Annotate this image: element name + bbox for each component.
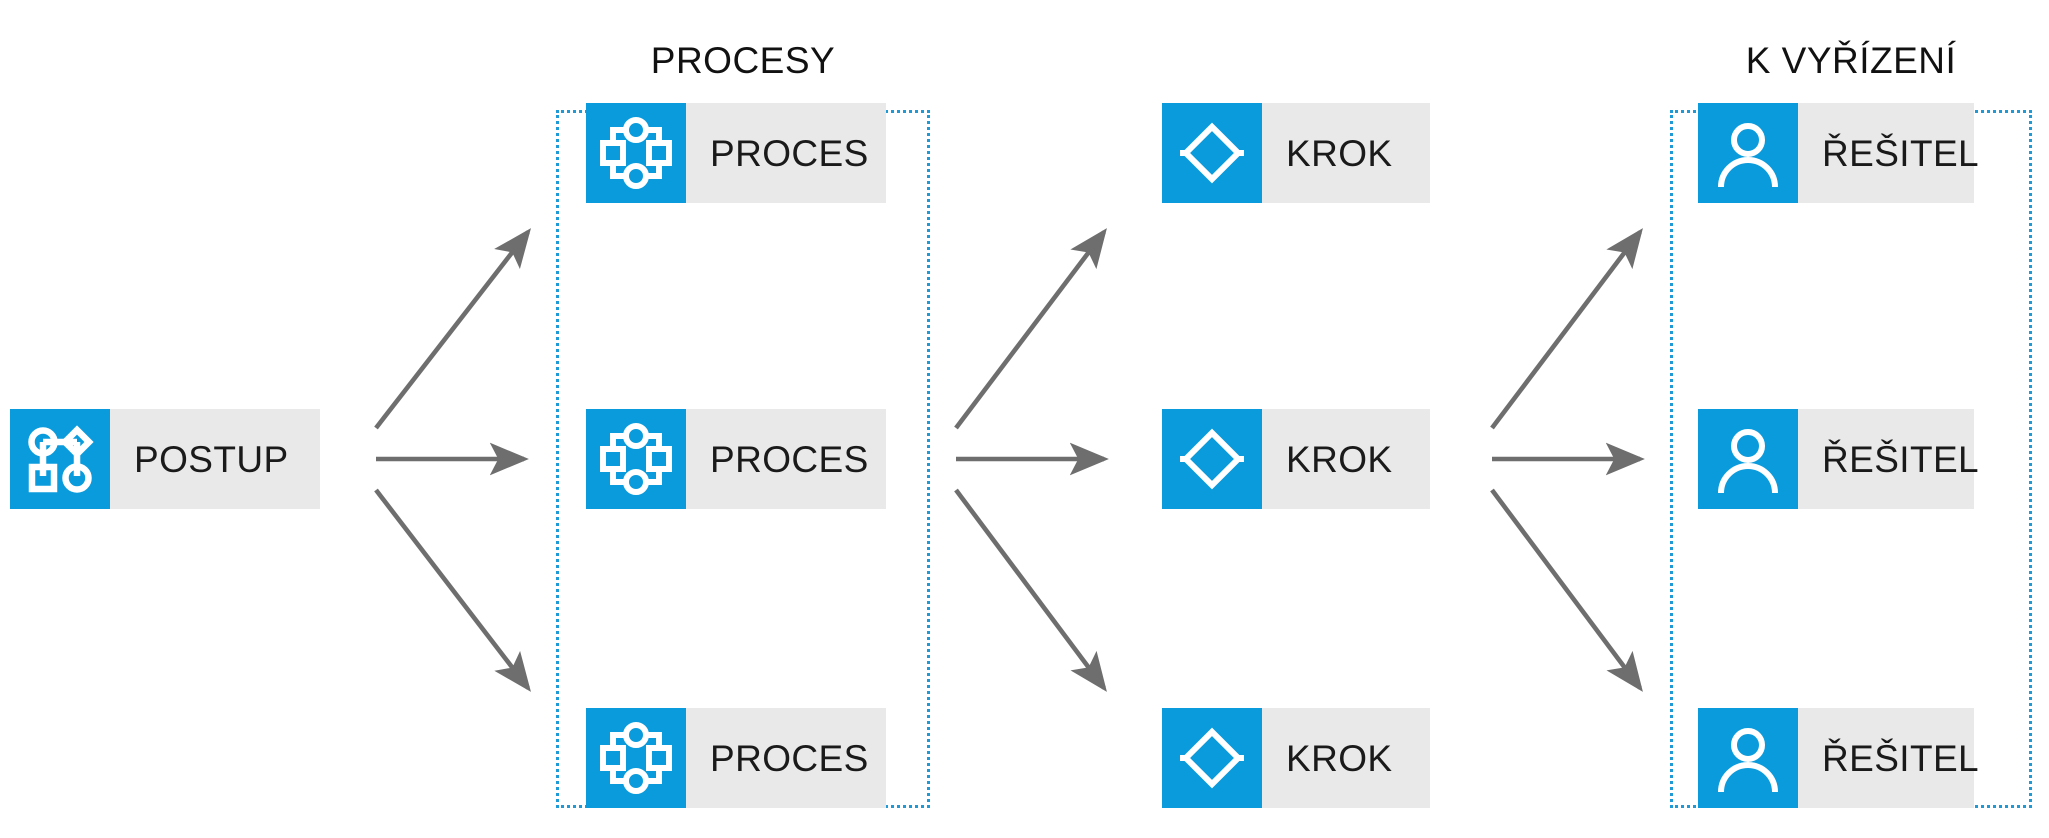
process-network-icon [586,708,686,808]
node-proces-3-label: PROCES [710,737,869,779]
node-proces-2-label: PROCES [710,438,869,480]
workflow-graph-icon [10,409,110,509]
node-resitel-1-label: ŘEŠITEL [1822,132,1980,174]
user-person-icon [1698,409,1798,509]
node-krok-1-label: KROK [1286,132,1393,174]
node-krok-2-label: KROK [1286,438,1393,480]
arrow-krok-to-resitel-1 [1490,228,1643,430]
arrow-proces-to-krok-1 [954,228,1107,430]
arrow-postup-to-proces-3 [374,488,531,692]
node-resitel-2[interactable]: ŘEŠITEL [1698,409,1979,509]
user-person-icon [1698,103,1798,203]
decision-diamond-icon [1162,103,1262,203]
decision-diamond-icon [1162,708,1262,808]
arrow-postup-to-proces-1 [374,228,531,430]
node-proces-1-label: PROCES [710,132,869,174]
node-krok-1[interactable]: KROK [1162,103,1430,203]
node-resitel-3-label: ŘEŠITEL [1822,737,1980,779]
group-title-k-vyrizeni: K VYŘÍZENÍ [1745,40,1957,81]
decision-diamond-icon [1162,409,1262,509]
node-krok-3[interactable]: KROK [1162,708,1430,808]
arrow-proces-to-krok-3 [954,488,1107,692]
node-resitel-2-label: ŘEŠITEL [1822,438,1980,480]
process-network-icon [586,103,686,203]
node-postup-label: POSTUP [134,438,289,480]
node-krok-2[interactable]: KROK [1162,409,1430,509]
arrow-krok-to-resitel-3 [1490,488,1643,692]
node-proces-3[interactable]: PROCES [586,708,886,808]
user-person-icon [1698,708,1798,808]
node-proces-1[interactable]: PROCES [586,103,886,203]
process-network-icon [586,409,686,509]
node-resitel-3[interactable]: ŘEŠITEL [1698,708,1979,808]
group-title-procesy: PROCESY [650,40,836,81]
node-proces-2[interactable]: PROCES [586,409,886,509]
node-postup[interactable]: POSTUP [10,409,320,509]
node-krok-3-label: KROK [1286,737,1393,779]
node-resitel-1[interactable]: ŘEŠITEL [1698,103,1979,203]
